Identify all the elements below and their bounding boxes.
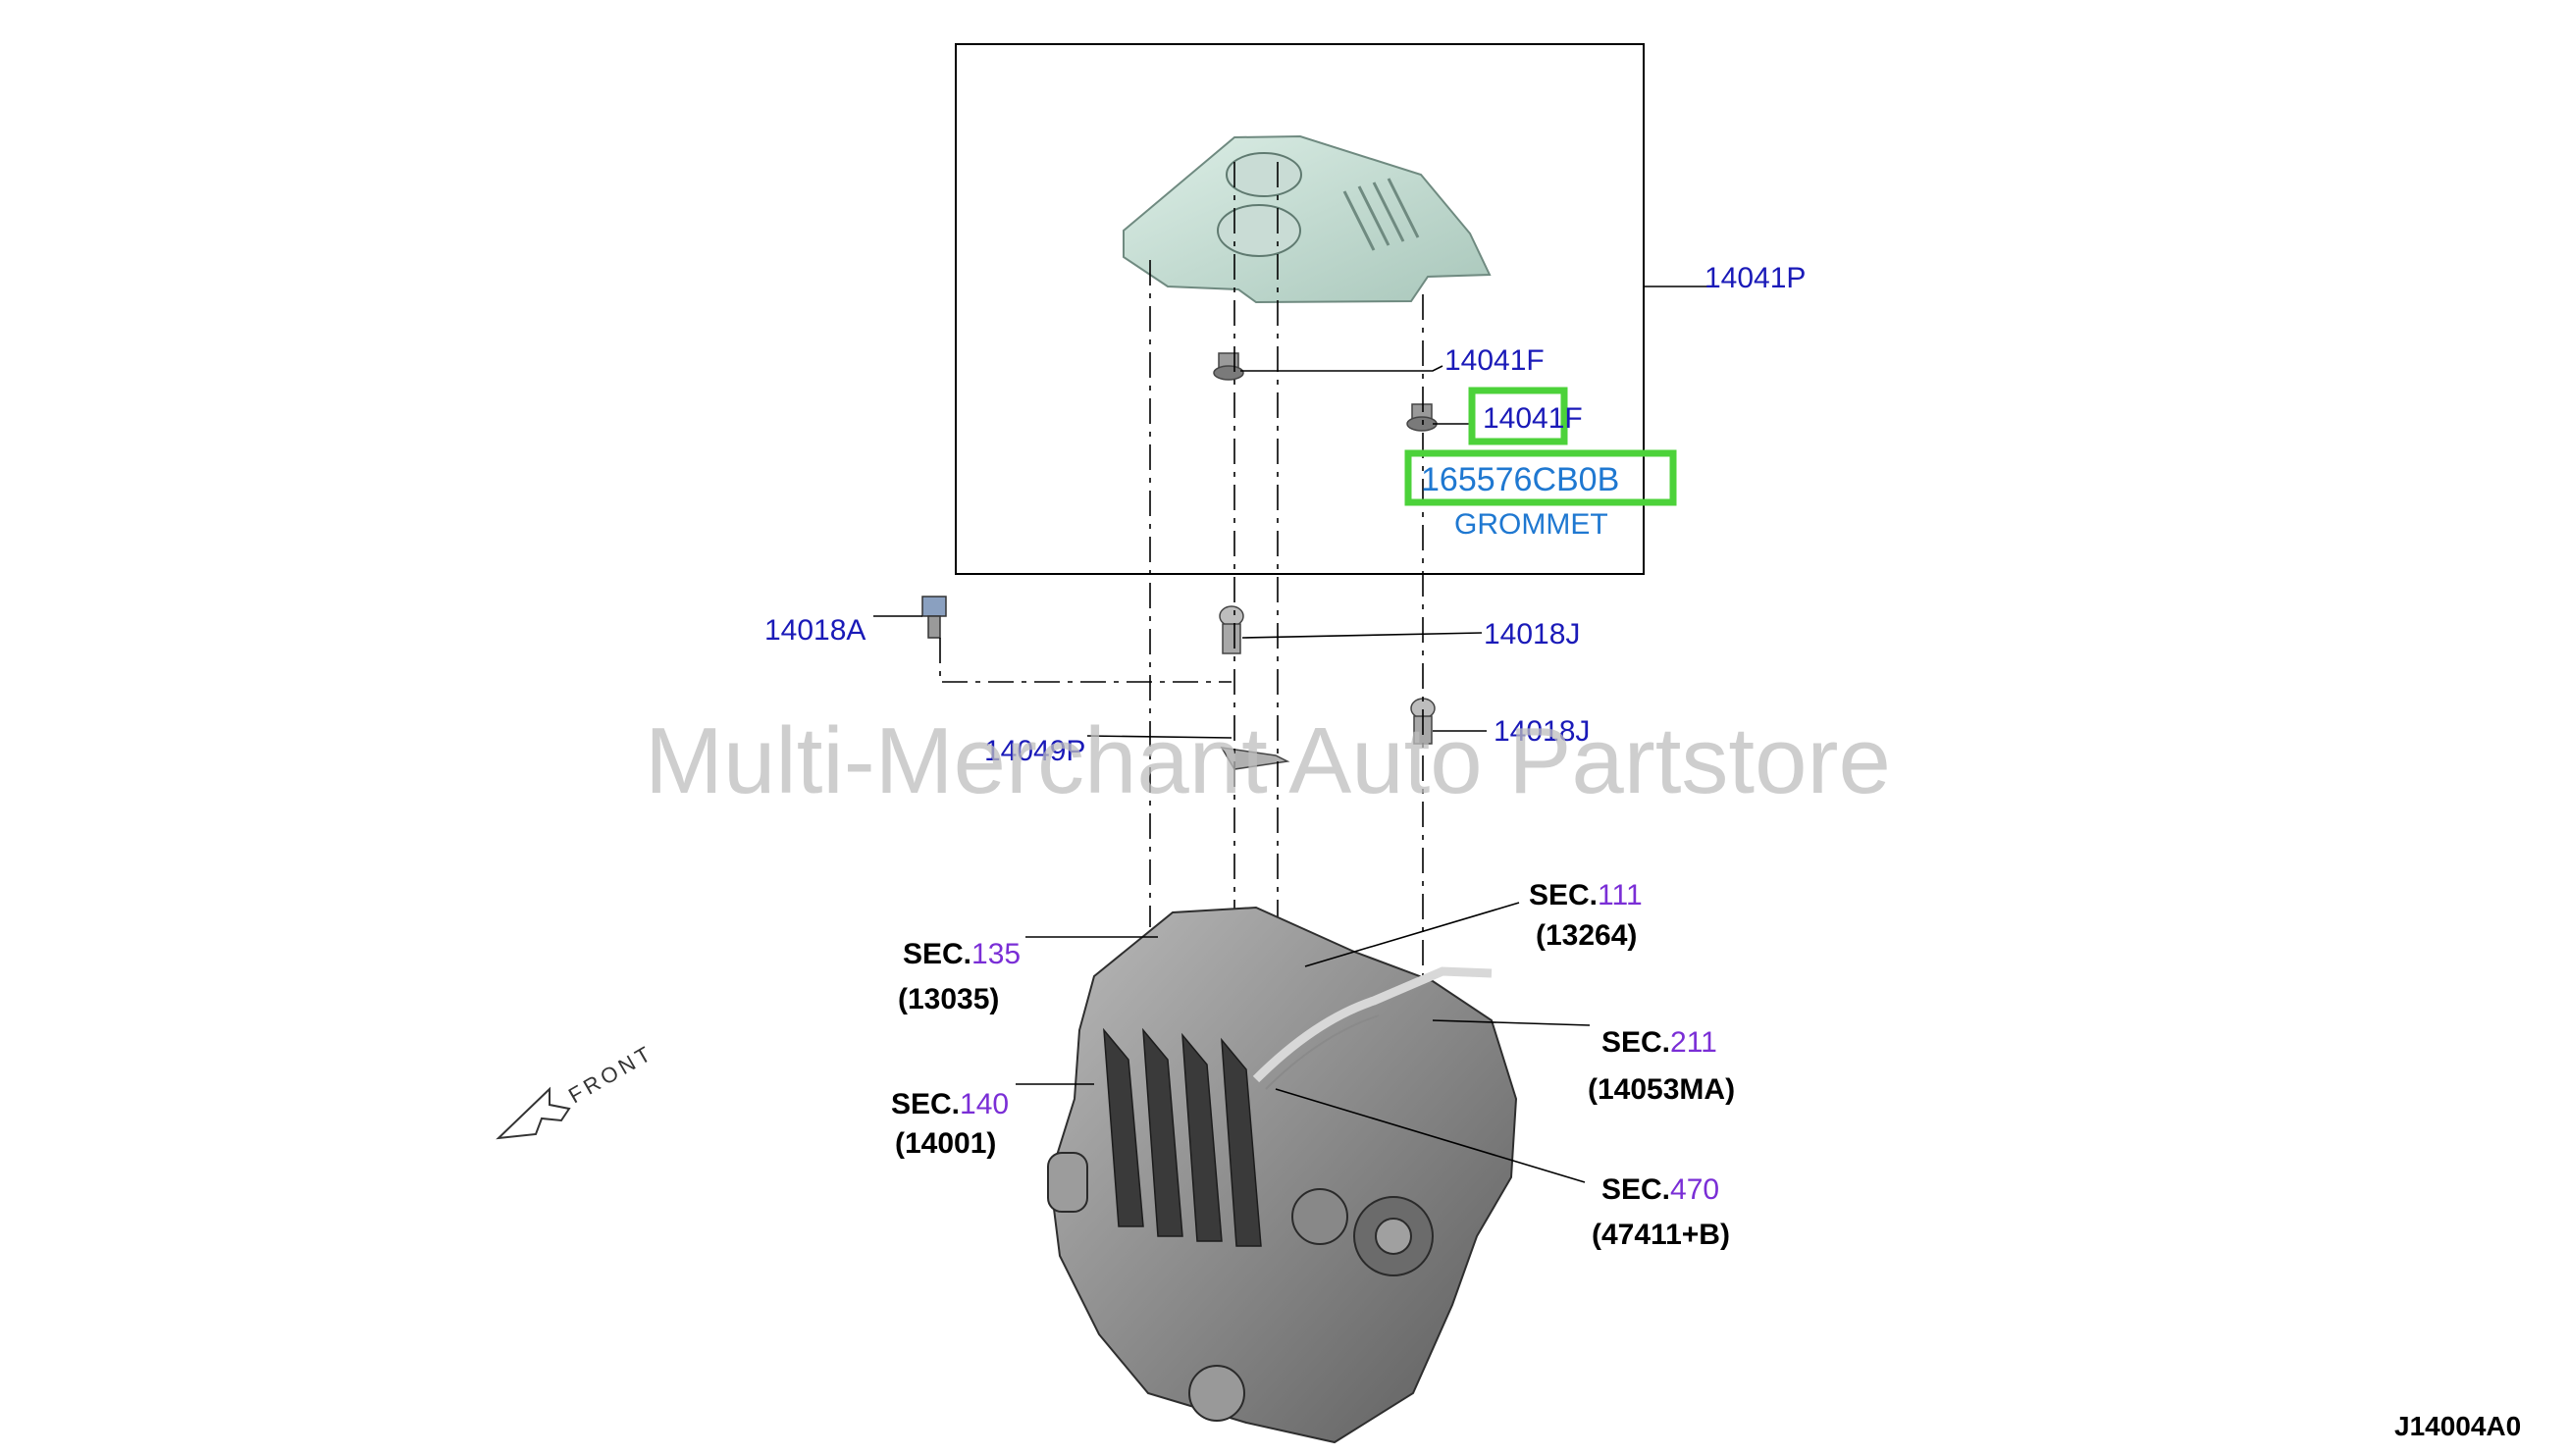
section-ref-111[interactable]: SEC.111 (13264) — [1529, 879, 1643, 952]
label-14018j-right[interactable]: 14018J — [1494, 715, 1590, 748]
leader-lines — [873, 286, 1712, 1183]
stud-14018a-icon[interactable] — [921, 596, 947, 639]
front-label: FRONT — [564, 1040, 657, 1109]
engine-block-illustration[interactable] — [1047, 906, 1518, 1444]
highlight-box-grommet — [1404, 449, 1677, 506]
label-14018a[interactable]: 14018A — [764, 614, 865, 647]
label-14049p[interactable]: 14049P — [984, 735, 1085, 767]
highlight-box-14041f — [1468, 387, 1568, 445]
watermark: Multi-Merchant Auto Partstore — [645, 708, 1891, 813]
section-ref-211[interactable]: SEC.211 (14053MA) — [1588, 1026, 1735, 1106]
stud-14018j-center-icon[interactable] — [1219, 605, 1244, 654]
svg-text:SEC.211: SEC.211 — [1601, 1026, 1717, 1059]
cover-assembly-frame — [955, 43, 1645, 575]
svg-text:(14001): (14001) — [895, 1127, 996, 1160]
engine-cover-illustration[interactable] — [1123, 134, 1492, 304]
bolt-14041f-lower-icon[interactable] — [1406, 403, 1438, 432]
bracket-14049p-icon[interactable] — [1220, 747, 1290, 770]
alignment-lines — [939, 162, 1424, 976]
front-arrow-icon — [496, 1086, 571, 1140]
svg-text:SEC.111: SEC.111 — [1529, 879, 1643, 911]
svg-text:(14053MA): (14053MA) — [1588, 1073, 1735, 1106]
svg-text:SEC.135: SEC.135 — [903, 938, 1021, 970]
svg-text:SEC.140: SEC.140 — [891, 1088, 1009, 1120]
section-ref-135[interactable]: SEC.135 (13035) — [898, 938, 1021, 1015]
label-grommet-part-number[interactable]: 165576CB0B — [1421, 461, 1619, 498]
svg-text:(47411+B): (47411+B) — [1592, 1219, 1730, 1251]
svg-text:(13264): (13264) — [1536, 919, 1637, 952]
label-14041f-lower[interactable]: 14041F — [1483, 402, 1583, 435]
bolt-14041f-upper-icon[interactable] — [1213, 352, 1244, 381]
section-ref-140[interactable]: SEC.140 (14001) — [891, 1088, 1009, 1160]
front-direction-indicator: FRONT — [496, 1040, 657, 1140]
label-grommet-name: GROMMET — [1454, 508, 1608, 541]
label-14041f-upper[interactable]: 14041F — [1444, 344, 1545, 377]
svg-text:SEC.470: SEC.470 — [1601, 1173, 1719, 1206]
svg-text:(13035): (13035) — [898, 983, 999, 1015]
diagram-id: J14004A0 — [2394, 1411, 2521, 1441]
section-ref-470[interactable]: SEC.470 (47411+B) — [1592, 1173, 1730, 1251]
label-14041p[interactable]: 14041P — [1705, 262, 1806, 294]
label-14018j-center[interactable]: 14018J — [1484, 618, 1580, 650]
